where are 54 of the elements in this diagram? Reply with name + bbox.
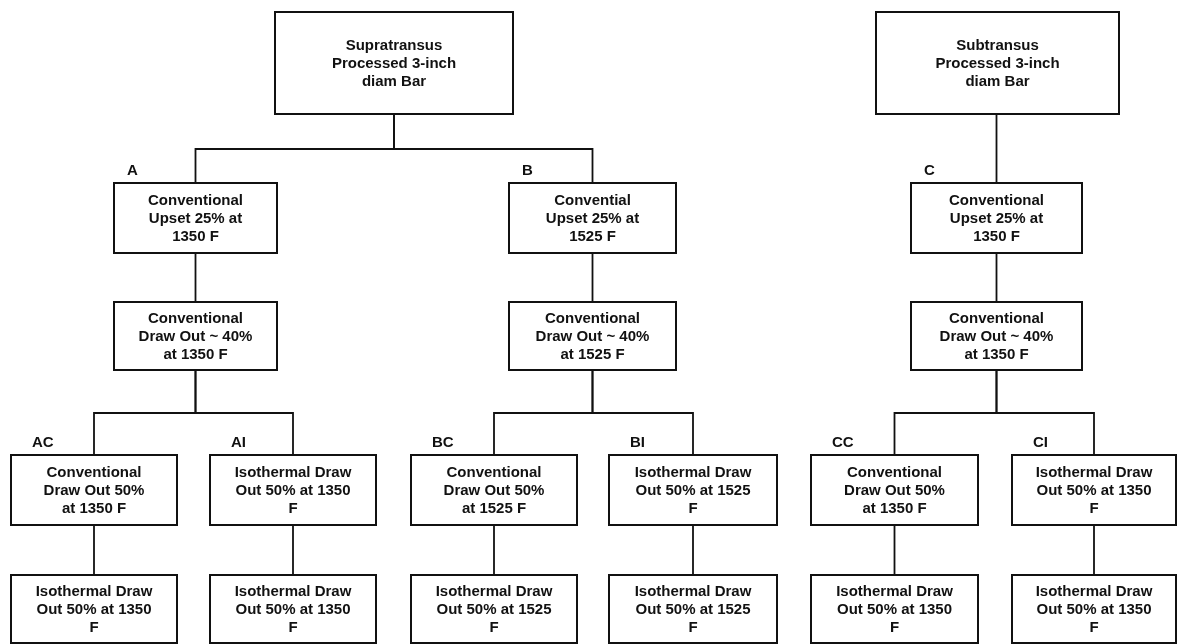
branch-letter: A (127, 161, 138, 178)
process-box (10, 574, 178, 644)
step-text: Convential Upset 25% at 1525 F (544, 191, 641, 245)
branch-letter: B (522, 161, 533, 178)
step-text: Isothermal Draw Out 50% at 1350 F (1035, 463, 1153, 517)
step-text: Conventional Draw Out ~ 40% at 1525 F (534, 309, 651, 363)
connector-line (1093, 525, 1095, 575)
step-text: Conventional Draw Out 50% at 1525 F (442, 463, 546, 517)
step-text: Conventional Draw Out ~ 40% at 1350 F (938, 309, 1055, 363)
branch-letter: BI (630, 433, 645, 450)
connector-line (93, 525, 95, 575)
connector-line (194, 253, 197, 302)
branch-letter: AC (32, 433, 54, 450)
step-text: Conventional Draw Out 50% at 1350 F (42, 463, 146, 517)
branch-letter: BC (432, 433, 454, 450)
step-text: Subtransus Processed 3-inch diam Bar (934, 36, 1061, 90)
process-box (209, 574, 377, 644)
connector-line (995, 114, 998, 183)
process-box (810, 574, 979, 644)
step-text: Isothermal Draw Out 50% at 1350 F (234, 463, 352, 517)
step-text: Conventional Upset 25% at 1350 F (147, 191, 244, 245)
step-text: Isothermal Draw Out 50% at 1525 F (634, 463, 752, 517)
connector-line (692, 525, 694, 575)
process-box (608, 574, 778, 644)
process-box (274, 11, 514, 115)
connector-line (292, 525, 294, 575)
process-box (113, 301, 278, 371)
branch-letter: C (924, 161, 935, 178)
connector-line (393, 114, 594, 183)
connector-line (995, 370, 1095, 455)
step-text: Conventional Draw Out 50% at 1350 F (843, 463, 946, 517)
connector-line (493, 525, 495, 575)
process-box (910, 301, 1083, 371)
step-text: Conventional Draw Out ~ 40% at 1350 F (137, 309, 254, 363)
step-text: Isothermal Draw Out 50% at 1350 F (35, 582, 153, 636)
step-text: Isothermal Draw Out 50% at 1350 F (1035, 582, 1153, 636)
connector-line (591, 253, 594, 302)
process-box (410, 574, 578, 644)
process-box (875, 11, 1120, 115)
connector-line (995, 253, 998, 302)
step-text: Isothermal Draw Out 50% at 1525 F (435, 582, 553, 636)
process-box (508, 301, 677, 371)
step-text: Isothermal Draw Out 50% at 1350 F (234, 582, 352, 636)
step-text: Isothermal Draw Out 50% at 1525 F (634, 582, 752, 636)
step-text: Conventional Upset 25% at 1350 F (948, 191, 1045, 245)
branch-letter: AI (231, 433, 246, 450)
branch-letter: CI (1033, 433, 1048, 450)
connector-line (194, 370, 294, 455)
process-box (1011, 574, 1177, 644)
branch-letter: CC (832, 433, 854, 450)
connector-line (893, 525, 896, 575)
connector-line (591, 370, 694, 455)
step-text: Supratransus Processed 3-inch diam Bar (330, 36, 458, 90)
step-text: Isothermal Draw Out 50% at 1350 F (836, 582, 953, 636)
